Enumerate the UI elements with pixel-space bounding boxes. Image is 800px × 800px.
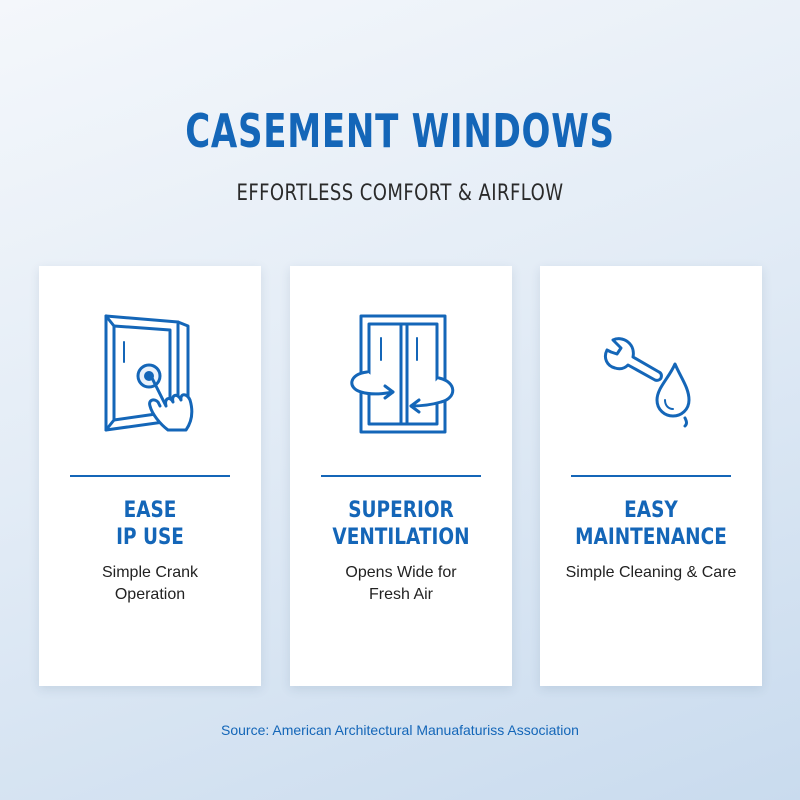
card-heading: EASE IP USE <box>116 498 184 550</box>
card-divider <box>70 475 230 477</box>
feature-card-ease-of-use: EASE IP USE Simple Crank Operation <box>39 266 261 686</box>
feature-card-maintenance: EASY MAINTENANCE Simple Cleaning & Care <box>540 266 762 686</box>
card-heading: SUPERIOR VENTILATION <box>332 498 470 550</box>
card-description: Simple Cleaning & Care <box>565 564 737 581</box>
window-touch-icon <box>104 314 194 432</box>
page-title: CASEMENT WINDOWS <box>185 104 615 158</box>
window-airflow-icon <box>350 314 455 434</box>
card-divider <box>571 475 731 477</box>
card-description: Opens Wide for Fresh Air <box>345 564 457 603</box>
card-heading: EASY MAINTENANCE <box>575 498 727 550</box>
card-divider <box>321 475 481 477</box>
feature-card-ventilation: SUPERIOR VENTILATION Opens Wide for Fres… <box>290 266 512 686</box>
wrench-droplet-icon <box>603 337 691 428</box>
source-citation: Source: American Architectural Manuafatu… <box>221 722 579 738</box>
card-description: Simple Crank Operation <box>101 564 199 603</box>
page-subtitle: EFFORTLESS COMFORT & AIRFLOW <box>236 181 564 206</box>
